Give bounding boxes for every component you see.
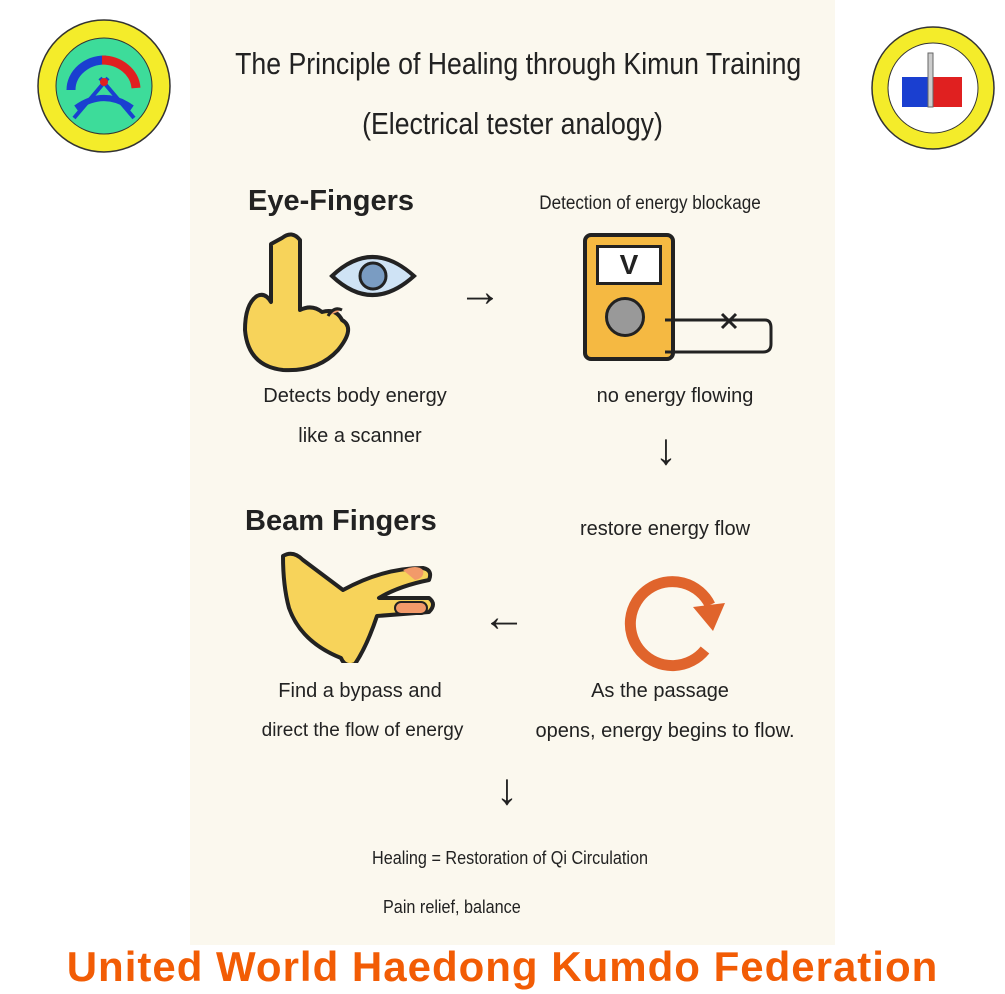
restore-line2: opens, energy begins to flow. — [535, 720, 795, 742]
eye-fingers-line2: like a scanner — [298, 425, 422, 447]
arrow-right: → — [458, 267, 502, 316]
beam-fingers-line2: direct the flow of energy — [261, 720, 464, 741]
page-subtitle: (Electrical tester analogy) — [362, 106, 663, 141]
beam-fingers-heading: Beam Fingers — [245, 505, 437, 537]
eye-fingers-line1: Detects body energy — [263, 385, 447, 407]
restore-label: restore energy flow — [579, 518, 751, 540]
tester-status: no energy flowing — [596, 385, 754, 407]
tester-caption: Detection of energy blockage — [539, 193, 761, 214]
arrow-down-1: ↓ — [655, 425, 677, 474]
restore-line1: As the passage — [591, 680, 729, 702]
result-line2: Pain relief, balance — [383, 897, 521, 917]
federation-logo-left — [37, 19, 171, 153]
federation-logo-right — [871, 26, 995, 150]
infographic-panel — [190, 0, 835, 945]
footer-federation-name: United World Haedong Kumdo Federation — [66, 943, 939, 990]
beam-fingers-line1: Find a bypass and — [278, 680, 442, 702]
voltage-tester-icon: V — [583, 233, 675, 361]
circular-arrow-icon — [624, 576, 725, 672]
arrow-down-2: ↓ — [496, 765, 518, 814]
result-line1: Healing = Restoration of Qi Circulation — [372, 848, 648, 868]
eye-fingers-heading: Eye-Fingers — [248, 185, 414, 217]
page-title: The Principle of Healing through Kimun T… — [235, 46, 802, 81]
beam-hand-icon — [281, 551, 435, 663]
tester-display: V — [596, 245, 662, 285]
pointing-hand-icon — [243, 232, 417, 373]
broken-wire-icon — [665, 312, 773, 354]
tester-dial — [605, 297, 645, 337]
arrow-left: ← — [482, 592, 526, 641]
